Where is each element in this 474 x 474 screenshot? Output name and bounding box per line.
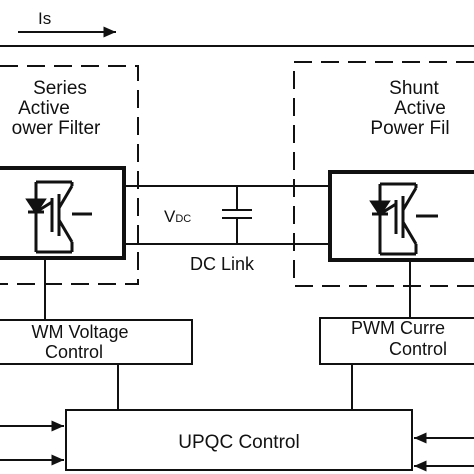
shunt-filter-title-2: Active	[394, 98, 446, 119]
vdc-label: VDC	[164, 207, 191, 226]
series-inverter-box	[0, 166, 126, 260]
shunt-filter-boundary	[293, 61, 474, 287]
series-filter-title-2: Active	[18, 98, 70, 119]
current-label: Is	[38, 9, 51, 28]
pwm-voltage-control-box	[0, 319, 193, 365]
pwm-voltage-title-2: Control	[45, 342, 103, 362]
series-filter-title-3: ower Filter	[12, 118, 101, 139]
upqc-control-title: UPQC Control	[178, 432, 299, 453]
upqc-control-box	[65, 409, 413, 471]
series-igbt-icon	[25, 180, 92, 254]
pwm-current-title-2: Control	[389, 339, 447, 359]
pwm-current-title-1: PWM Curre	[351, 318, 445, 338]
pwm-voltage-title-1: WM Voltage	[31, 322, 128, 342]
pwm-current-control-box	[319, 317, 474, 365]
series-filter-boundary	[0, 65, 139, 285]
shunt-filter-title-1: Shunt	[389, 78, 439, 99]
shunt-inverter-box	[328, 170, 474, 262]
shunt-igbt-icon	[369, 182, 438, 256]
dc-capacitor-icon	[222, 186, 252, 244]
shunt-filter-title-3: Power Fil	[370, 118, 449, 139]
series-filter-title-1: Series	[33, 78, 87, 99]
dc-link-label: DC Link	[190, 254, 255, 274]
